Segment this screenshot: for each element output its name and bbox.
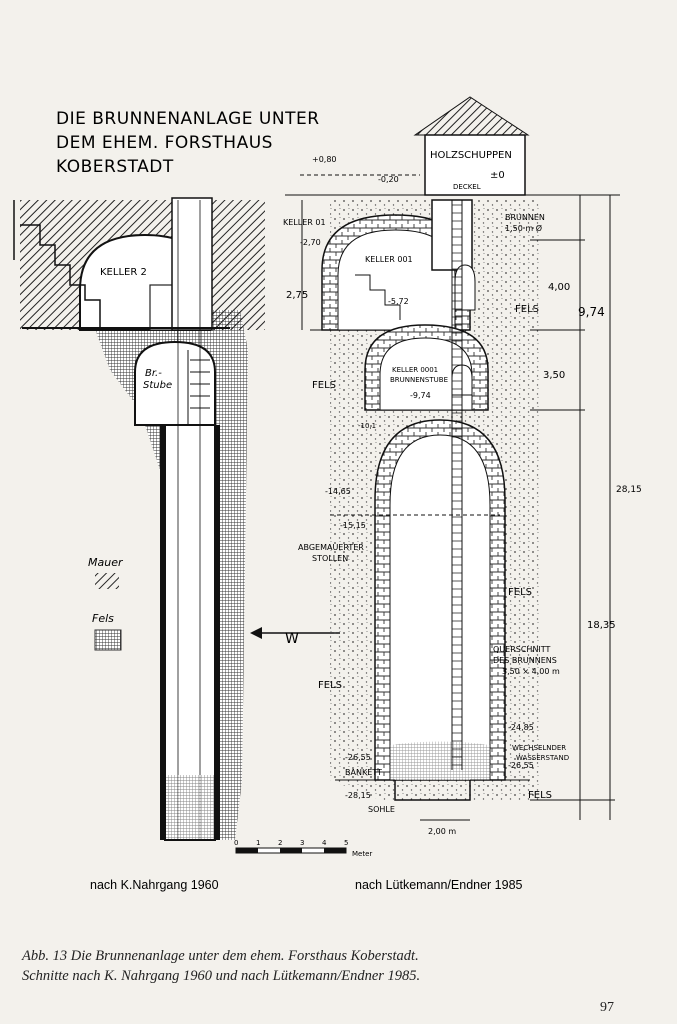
fels-swatch <box>94 629 122 651</box>
figure-right-section-labels-wechsel-l2: WASSERSTAND <box>516 754 569 762</box>
scale-bar: 0 1 2 3 4 5 Meter <box>234 839 372 858</box>
caption-line-1: Abb. 13 Die Brunnenanlage unter dem ehem… <box>22 948 419 964</box>
level: -14,65 <box>325 487 351 496</box>
figure-right-section-labels-stollen-l1: ABGEMAUERTER <box>298 543 364 552</box>
right-section: HOLZSCHUPPEN ±0 DECKEL <box>283 96 642 836</box>
keller2-label: KELLER 2 <box>100 267 147 278</box>
level: -26,55 <box>508 761 534 770</box>
dimension: 28,15 <box>616 485 642 495</box>
figure-title-lines-2: KOBERSTADT <box>56 157 174 177</box>
mauer-swatch <box>95 573 119 589</box>
dimension: 4,00 <box>548 282 570 293</box>
level: -0,20 <box>378 175 399 184</box>
right-credit: nach Lütkemann/Endner 1985 <box>355 878 523 892</box>
legend-mauer: Mauer <box>88 556 124 569</box>
arrow-label: W <box>285 631 299 647</box>
legend-fels: Fels <box>92 612 114 625</box>
figure-caption: Abb. 13 Die Brunnenanlage unter dem ehem… <box>22 946 662 986</box>
fels-label-4: FELS <box>318 680 342 691</box>
br-label: Br.- <box>145 368 162 379</box>
stube-label: Stube <box>143 380 172 391</box>
figure-right-section-labels-stollen-l2: STOLLEN <box>312 554 348 563</box>
fels-label-2: FELS <box>312 380 336 391</box>
figure-scale-unit: Meter <box>352 850 372 858</box>
figure-right-section-labels-deckel: DECKEL <box>453 183 481 191</box>
figure-right-section-labels-brunnen: BRUNNEN <box>505 213 545 222</box>
figure-scale-ticks-0: 0 <box>234 839 238 847</box>
caption-line-2: Schnitte nach K. Nahrgang 1960 und nach … <box>22 968 421 984</box>
dimension: 3,50 <box>543 370 565 381</box>
figure-right-section-labels-quer-l2: DES BRUNNENS <box>493 656 557 665</box>
level: -15,15 <box>340 521 366 530</box>
dimension: 9,74 <box>578 305 605 319</box>
figure-right-section-labels-keller001: KELLER 001 <box>365 255 413 264</box>
figure-right-section-labels-quer-l1: QUERSCHNITT <box>493 645 551 654</box>
page-number: 97 <box>600 1000 614 1015</box>
fels-label-3: FELS <box>508 587 532 598</box>
level: +0,80 <box>312 155 337 164</box>
figure-scale-ticks-2: 2 <box>278 839 282 847</box>
figure-right-section-labels-quer-l3: 3,50 × 4,00 m <box>502 667 560 676</box>
figure-scale-ticks-3: 3 <box>300 839 304 847</box>
level: -9,74 <box>410 391 431 400</box>
left-credit: nach K.Nahrgang 1960 <box>90 878 219 892</box>
figure-scale-ticks-4: 4 <box>322 839 327 847</box>
figure-right-section-labels-holzschuppen: HOLZSCHUPPEN <box>430 150 512 161</box>
figure-right-section-labels-keller0001: KELLER 0001 <box>392 366 438 374</box>
figure-right-section-labels-width: 2,00 m <box>428 827 456 836</box>
fels-label-1: FELS <box>515 304 539 315</box>
level: -5,72 <box>388 297 409 306</box>
figure-scale-ticks-5: 5 <box>344 839 348 847</box>
figure-right-section-labels-bankett: BANKETT <box>345 768 382 777</box>
figure-title-lines-0: DIE BRUNNENANLAGE UNTER <box>56 109 320 129</box>
figure-right-section-labels-wechsel-l1: WECHSELNDER <box>512 744 566 752</box>
level: -10,1 <box>358 422 376 430</box>
figure-right-section-labels-brunnen-dia: 1,50 m Ø <box>505 223 542 233</box>
figure-right-section-labels-keller01: KELLER 01 <box>283 218 326 227</box>
dimension: 18,35 <box>587 620 616 631</box>
fels-label-5: FELS <box>528 790 552 801</box>
level: -26,55 <box>345 753 371 762</box>
figure-title: DIE BRUNNENANLAGE UNTER DEM EHEM. FORSTH… <box>56 109 320 177</box>
left-section: KELLER 2 Br.- Stube Mauer Fels W <box>13 197 340 841</box>
figure-scale-ticks-1: 1 <box>256 839 260 847</box>
figure-right-section-labels-sohle: SOHLE <box>368 805 395 814</box>
level: -2,70 <box>300 238 321 247</box>
level: -28,15 <box>345 791 371 800</box>
figure-right-section-labels-pm0: ±0 <box>490 170 505 181</box>
figure-title-lines-1: DEM EHEM. FORSTHAUS <box>56 133 273 153</box>
level: -24,85 <box>508 723 534 732</box>
figure-right-section-labels-brunnenstube: BRUNNENSTUBE <box>390 376 448 384</box>
dimension: 2,75 <box>286 290 308 301</box>
